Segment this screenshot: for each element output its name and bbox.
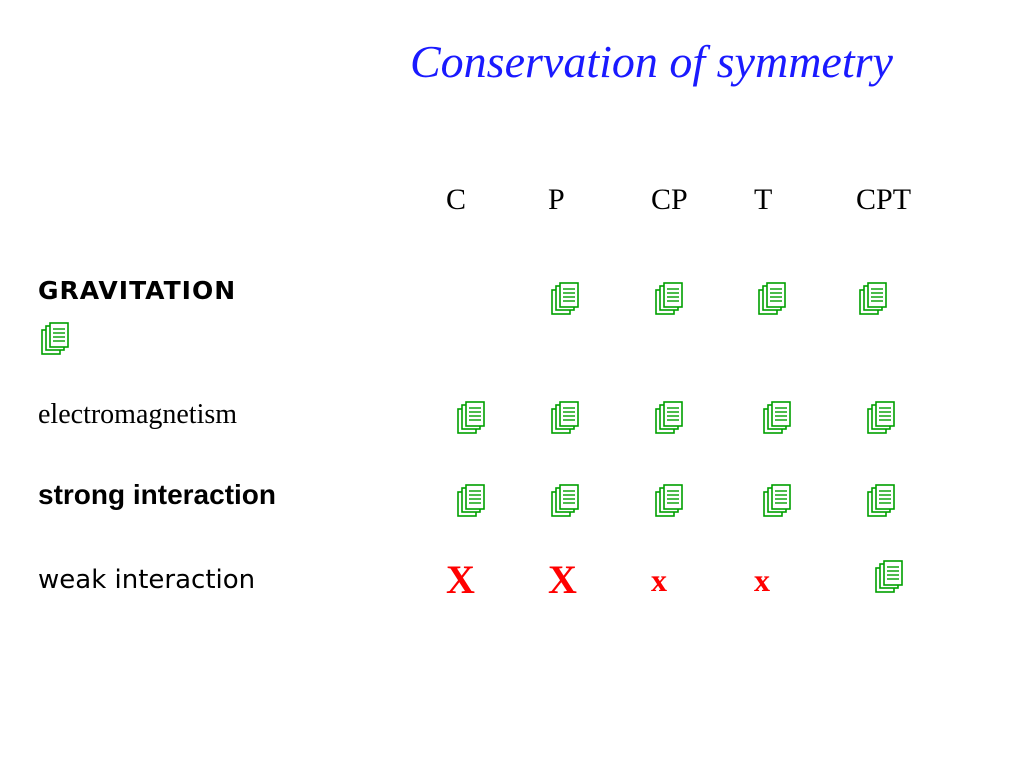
document-stack-icon [874, 560, 904, 594]
document-stack-icon [762, 484, 792, 518]
document-stack-icon [550, 484, 580, 518]
violation-mark-p: X [548, 557, 577, 602]
document-stack-icon [654, 401, 684, 435]
slide-title: Conservation of symmetry [410, 36, 893, 87]
document-stack-icon [757, 282, 787, 316]
document-stack-icon [866, 401, 896, 435]
column-header-cp: CP [651, 183, 688, 216]
document-stack-icon [550, 282, 580, 316]
violation-mark-t: x [754, 562, 770, 598]
document-stack-icon [456, 484, 486, 518]
row-label-electromagnetism: electromagnetism [38, 399, 238, 430]
column-header-cpt: CPT [856, 183, 912, 216]
violation-mark-c: X [446, 557, 475, 602]
column-header-t: T [754, 183, 773, 216]
document-stack-icon [858, 282, 888, 316]
document-stack-icon [550, 401, 580, 435]
violation-mark-cp: x [651, 562, 667, 598]
row-label-strong-interaction: strong interaction [38, 479, 277, 510]
column-header-c: C [446, 183, 467, 216]
document-stack-icon [456, 401, 486, 435]
document-stack-icon [866, 484, 896, 518]
column-header-p: P [548, 183, 565, 216]
row-label-weak-interaction: weak interaction [38, 565, 256, 595]
document-stack-icon [40, 322, 70, 356]
document-stack-icon [654, 282, 684, 316]
row-label-gravitation: GRAVITATION [38, 276, 237, 305]
document-stack-icon [762, 401, 792, 435]
document-stack-icon [654, 484, 684, 518]
